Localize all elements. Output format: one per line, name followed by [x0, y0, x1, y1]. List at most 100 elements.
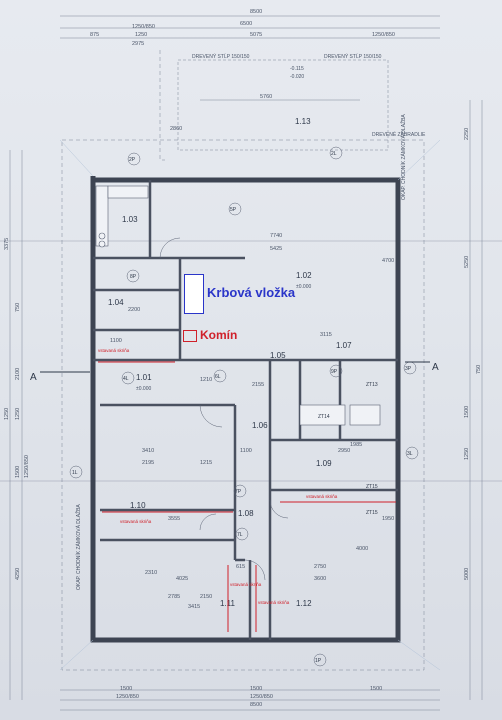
- chimney-marker: [183, 330, 197, 342]
- level-label: -0.020: [290, 74, 304, 80]
- wall-tag: ZT15: [366, 510, 378, 516]
- section-mark: A: [30, 372, 37, 383]
- dim-label: 1250/850: [132, 24, 155, 30]
- dim-label: 1250/850: [372, 32, 395, 38]
- post-label: DREVENÝ STĹP 150/150: [324, 53, 382, 60]
- dim-label: 3375: [4, 238, 10, 250]
- room-id-1-13: 1.13: [295, 117, 311, 126]
- dim-label: 7740: [270, 233, 282, 239]
- dim-label: 2150: [200, 594, 212, 600]
- dim-label: 1500: [120, 686, 132, 692]
- dim-label: 5425: [270, 246, 282, 252]
- room-id-1-04: 1.04: [108, 298, 124, 307]
- dim-label: 4250: [15, 568, 21, 580]
- wall-tag: 1L: [72, 470, 78, 476]
- dim-label: 615: [236, 564, 245, 570]
- room-id-1-01: 1.01: [136, 373, 152, 382]
- dim-label: 2250: [464, 128, 470, 140]
- dim-label: 2750: [314, 564, 326, 570]
- wall-tag: 3P: [405, 366, 412, 372]
- dim-label: 2950: [338, 448, 350, 454]
- dim-label: 2100: [15, 368, 21, 380]
- room-id-1-05: 1.05: [270, 351, 286, 360]
- wall-tag: 2L: [331, 151, 337, 157]
- chimney-label: Komín: [200, 328, 238, 342]
- dim-label: 3415: [188, 604, 200, 610]
- dim-label: 5075: [250, 32, 262, 38]
- dim-label: 5760: [260, 94, 272, 100]
- dim-label: 3555: [168, 516, 180, 522]
- dim-label: 2860: [170, 126, 182, 132]
- railing-label: DREVENÉ ZÁBRADLIE: [372, 131, 426, 138]
- wall-tag: 5P: [230, 207, 237, 213]
- dim-label: 1250/850: [250, 694, 273, 700]
- wall-tag: 1P: [315, 658, 322, 664]
- dim-label: 1250/850: [116, 694, 139, 700]
- room-id-1-09: 1.09: [316, 459, 332, 468]
- dim-label: 4025: [176, 576, 188, 582]
- dim-label: 2310: [145, 570, 157, 576]
- wall-tag: ZT14: [318, 414, 330, 420]
- dim-label: 2975: [132, 41, 144, 47]
- room-id-1-10: 1.10: [130, 501, 146, 510]
- dim-label: 875: [90, 32, 99, 38]
- dim-label: 1500: [370, 686, 382, 692]
- room-id-1-02: 1.02: [296, 271, 312, 280]
- dim-label: 6500: [240, 21, 252, 27]
- wall-tag: 8P: [130, 274, 137, 280]
- pavement-label: OKAP. CHODNÍK ZÁMKOVÁ DLAŽBA: [399, 114, 407, 200]
- wall-tag: 3L: [407, 451, 413, 457]
- room-id-1-12: 1.12: [296, 599, 312, 608]
- dim-label: 1100: [110, 338, 122, 344]
- wardrobe-note: vstavaná skriňa: [230, 582, 262, 587]
- dim-label: 2200: [128, 307, 140, 313]
- room-id-1-03: 1.03: [122, 215, 138, 224]
- wall-tag: ZT13: [366, 382, 378, 388]
- room-level: ±0.000: [136, 386, 151, 392]
- wall-tag: 9P: [331, 369, 338, 375]
- dim-label: 2785: [168, 594, 180, 600]
- fireplace-label: Krbová vložka: [207, 285, 296, 300]
- wardrobe-note: vstavaná skriňa: [98, 348, 130, 353]
- paper-fold: [0, 480, 502, 482]
- room-id-1-06: 1.06: [252, 421, 268, 430]
- wall-tag: 2P: [129, 157, 136, 163]
- dim-label: 2155: [252, 382, 264, 388]
- wardrobe-note: vstavaná skriňa: [258, 600, 290, 605]
- room-id-1-07: 1.07: [336, 341, 352, 350]
- wardrobe-note: vstavaná skriňa: [306, 494, 338, 499]
- dim-label: 1250: [4, 408, 10, 420]
- section-mark: A: [432, 362, 439, 373]
- dim-label: 3600: [314, 576, 326, 582]
- wardrobe-note: vstavaná skriňa: [120, 519, 152, 524]
- room-level: ±0.000: [296, 284, 311, 290]
- dim-label: 1210: [200, 377, 212, 383]
- dim-label: 750: [476, 365, 482, 374]
- wall-tag: 7P: [235, 489, 242, 495]
- dim-label: 1250: [464, 448, 470, 460]
- dim-label: 3115: [320, 332, 332, 338]
- dim-label: 5000: [464, 568, 470, 580]
- dim-label: 4700: [382, 258, 394, 264]
- fireplace-marker: [184, 274, 204, 314]
- wall-tag: 4L: [123, 376, 129, 382]
- dim-label: 1500: [250, 686, 262, 692]
- dim-label: 1250/850: [24, 455, 30, 478]
- dim-label: 5250: [464, 256, 470, 268]
- pavement-label: OKAP. CHODNÍK ZÁMKOVÁ DLAŽBA: [74, 504, 82, 590]
- wall-tag: ZT15: [366, 484, 378, 490]
- dim-label: 1250: [135, 32, 147, 38]
- paper-fold: [0, 240, 502, 242]
- dim-label: 4000: [356, 546, 368, 552]
- level-label: -0.115: [290, 66, 304, 72]
- dim-label: 1250: [15, 408, 21, 420]
- dim-label: 1985: [350, 442, 362, 448]
- dim-label: 1215: [200, 460, 212, 466]
- dim-label: 8500: [250, 9, 262, 15]
- dim-label: 8500: [250, 702, 262, 708]
- dim-label: 1500: [15, 466, 21, 478]
- room-id-1-08: 1.08: [238, 509, 254, 518]
- wall-tag: 6L: [215, 374, 221, 380]
- dim-label: 1500: [464, 406, 470, 418]
